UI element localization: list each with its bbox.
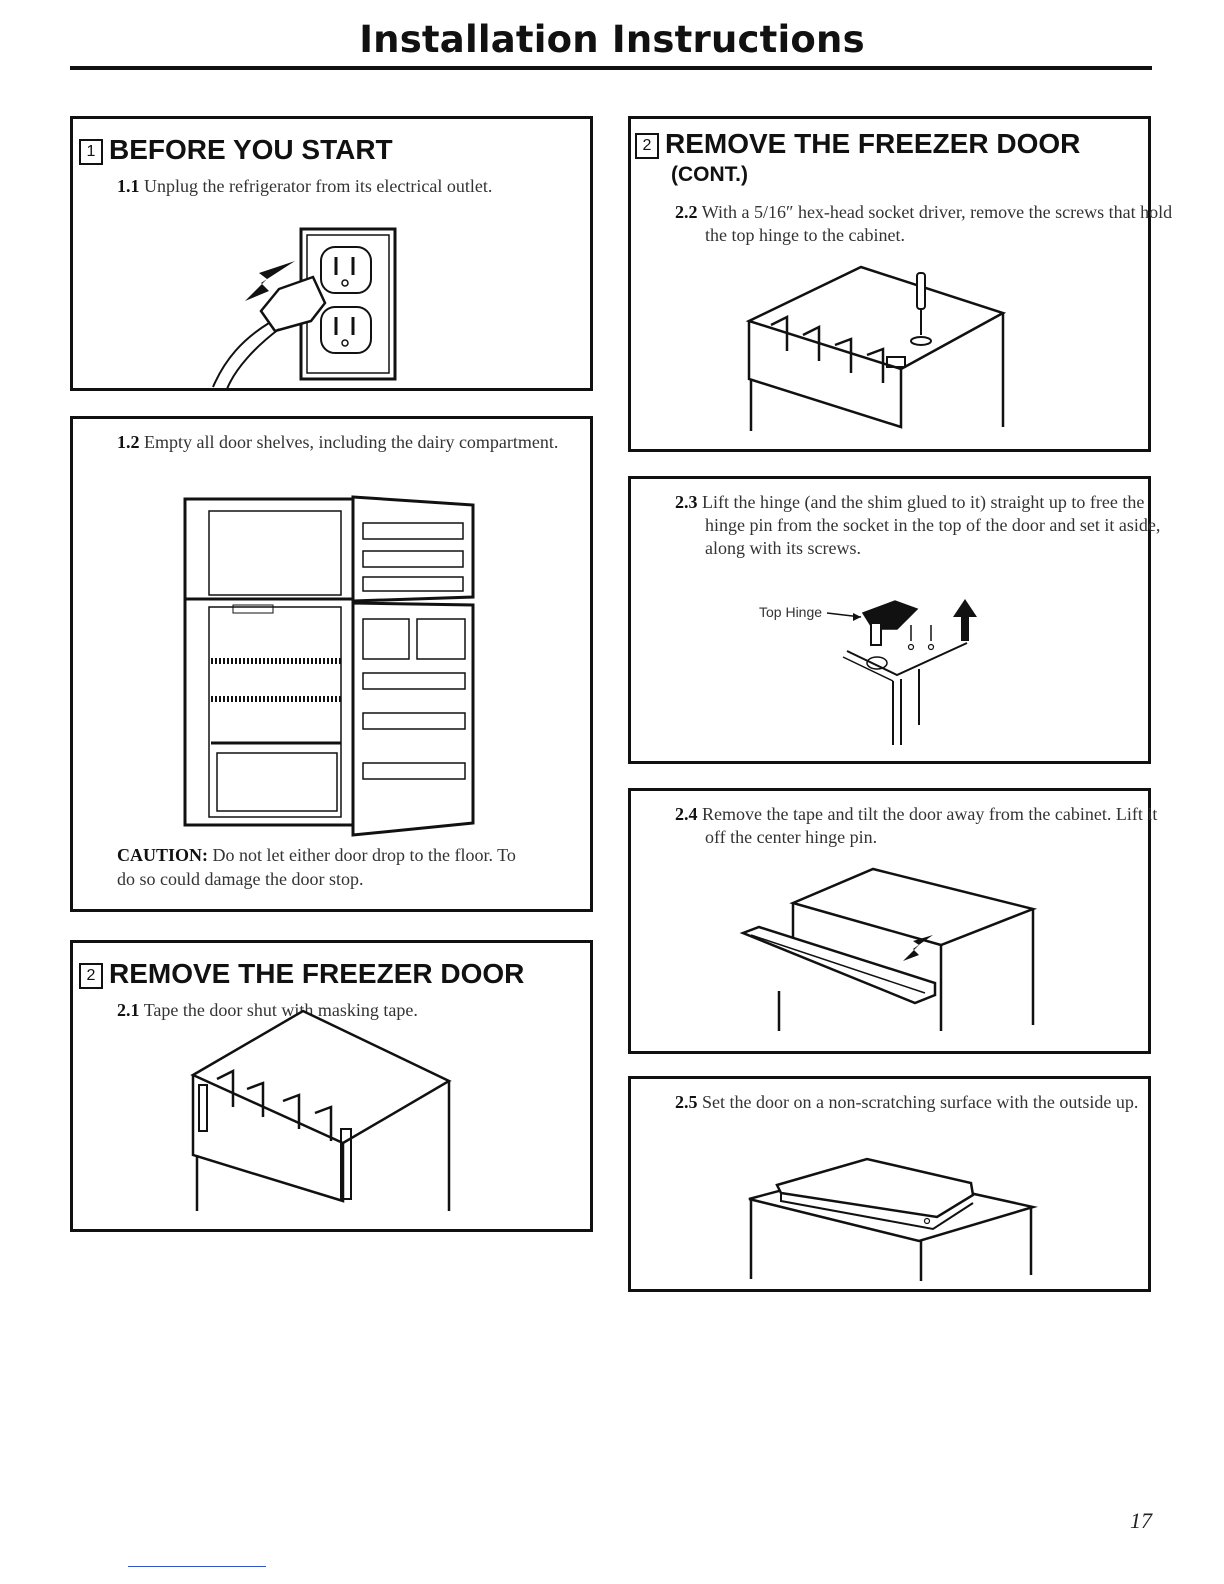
door-flat-illustration	[748, 1157, 1038, 1281]
step-number: 2.2	[675, 202, 698, 222]
section-subheading-cont: (CONT.)	[671, 163, 748, 186]
section-heading-text: REMOVE THE FREEZER DOOR	[665, 128, 1081, 159]
step-text: Unplug the refrigerator from its electri…	[144, 176, 493, 196]
step-2-3: 2.3 Lift the hinge (and the shim glued t…	[675, 491, 1175, 560]
empty-shelves-box: 1.2 Empty all door shelves, including th…	[70, 416, 593, 912]
taped-door-illustration	[190, 1009, 452, 1211]
hinge-screw-illustration	[745, 265, 1007, 431]
step-1-1: 1.1 Unplug the refrigerator from its ele…	[117, 175, 567, 198]
top-hinge-illustration: Top Hinge	[759, 599, 977, 745]
step-text: Empty all door shelves, including the da…	[144, 432, 559, 452]
page-number: 17	[1130, 1508, 1152, 1533]
step-number: 2.4	[675, 804, 698, 824]
step-text: Lift the hinge (and the shim glued to it…	[702, 492, 1161, 558]
tilt-door-box: 2.4 Remove the tape and tilt the door aw…	[628, 788, 1157, 1054]
lift-hinge-box: 2.3 Lift the hinge (and the shim glued t…	[628, 476, 1160, 764]
set-door-down-box: 2.5 Set the door on a non-scratching sur…	[628, 1076, 1151, 1292]
section-heading-text: REMOVE THE FREEZER DOOR	[109, 958, 525, 989]
outlet-plug-illustration	[212, 227, 397, 390]
step-number: 2.3	[675, 492, 698, 512]
step-text: With a 5/16″ hex-head socket driver, rem…	[701, 202, 1173, 245]
step-number: 1.1	[117, 176, 140, 196]
caution-note: CAUTION: Do not let either door drop to …	[117, 843, 537, 891]
step-text: Remove the tape and tilt the door away f…	[702, 804, 1158, 847]
caution-label: CAUTION:	[117, 845, 209, 865]
step-number: 2.1	[117, 1000, 140, 1020]
footer-link-rule	[128, 1566, 266, 1567]
page-title: Installation Instructions	[359, 18, 865, 61]
step-2-4: 2.4 Remove the tape and tilt the door aw…	[675, 803, 1175, 849]
top-hinge-label: Top Hinge	[759, 604, 822, 620]
title-rule	[70, 66, 1152, 70]
step-text: Set the door on a non-scratching surface…	[702, 1092, 1139, 1112]
section-number: 2	[635, 133, 659, 159]
step-number: 2.5	[675, 1092, 698, 1112]
step-text: Tape the door shut with masking tape.	[143, 1000, 418, 1020]
step-2-1: 2.1 Tape the door shut with masking tape…	[117, 999, 577, 1022]
step-1-2: 1.2 Empty all door shelves, including th…	[117, 431, 577, 454]
step-2-2: 2.2 With a 5/16″ hex-head socket driver,…	[675, 201, 1175, 247]
section-number: 2	[79, 963, 103, 989]
section-heading-text: BEFORE YOU START	[109, 134, 393, 165]
refrigerator-open-illustration	[183, 495, 475, 837]
section-number: 1	[79, 139, 103, 165]
step-number: 1.2	[117, 432, 140, 452]
step-2-5: 2.5 Set the door on a non-scratching sur…	[675, 1091, 1175, 1114]
caution-text: Do not let either door drop to the floor…	[117, 845, 516, 889]
door-tilt-illustration	[739, 867, 1038, 1031]
